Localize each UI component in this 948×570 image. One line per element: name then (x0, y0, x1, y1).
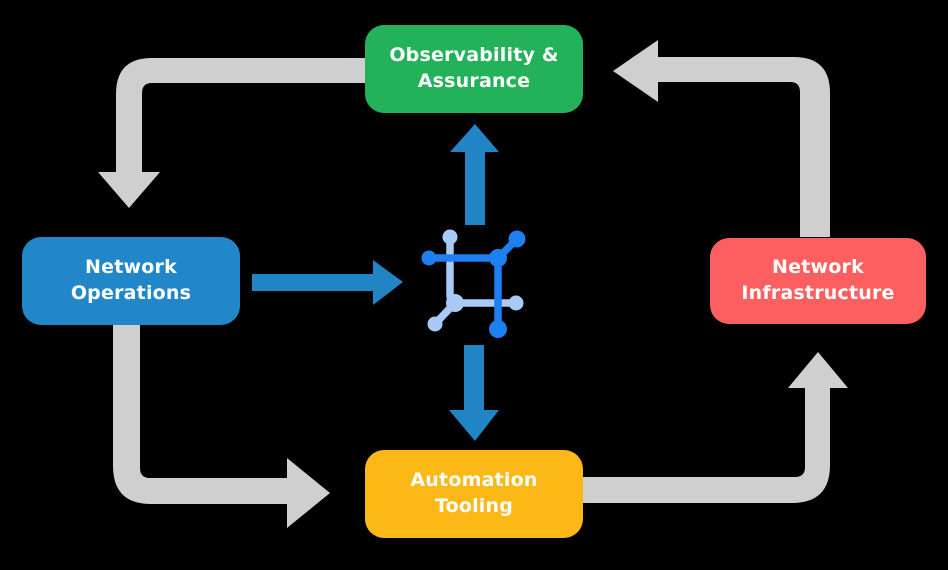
cycle-arrow-automation-to-infrastructure (582, 352, 848, 503)
cycle-arrow-observability-to-operations (98, 58, 368, 208)
node-network-operations: Network Operations (22, 237, 240, 325)
network-automation-icon (421, 229, 526, 338)
flow-arrow-center-to-automation (449, 345, 499, 441)
node-network-operations-label: Network Operations (70, 256, 192, 304)
flow-arrow-operations-to-center (252, 260, 403, 305)
node-automation-tooling-label: Automation Tooling (410, 469, 538, 517)
node-automation-tooling: Automation Tooling (365, 450, 583, 538)
cycle-arrow-operations-to-automation (113, 324, 330, 528)
network-icon-dark-nodes (421, 230, 526, 338)
network-icon-light-nodes (427, 229, 524, 332)
node-observability-assurance: Observability & Assurance (365, 25, 583, 113)
flow-arrow-center-to-observability (450, 124, 499, 225)
node-network-infrastructure-label: Network Infrastructure (741, 256, 895, 304)
node-observability-assurance-label: Observability & Assurance (389, 44, 559, 92)
node-network-infrastructure: Network Infrastructure (710, 238, 926, 324)
cycle-arrow-infrastructure-to-observability (613, 40, 830, 237)
